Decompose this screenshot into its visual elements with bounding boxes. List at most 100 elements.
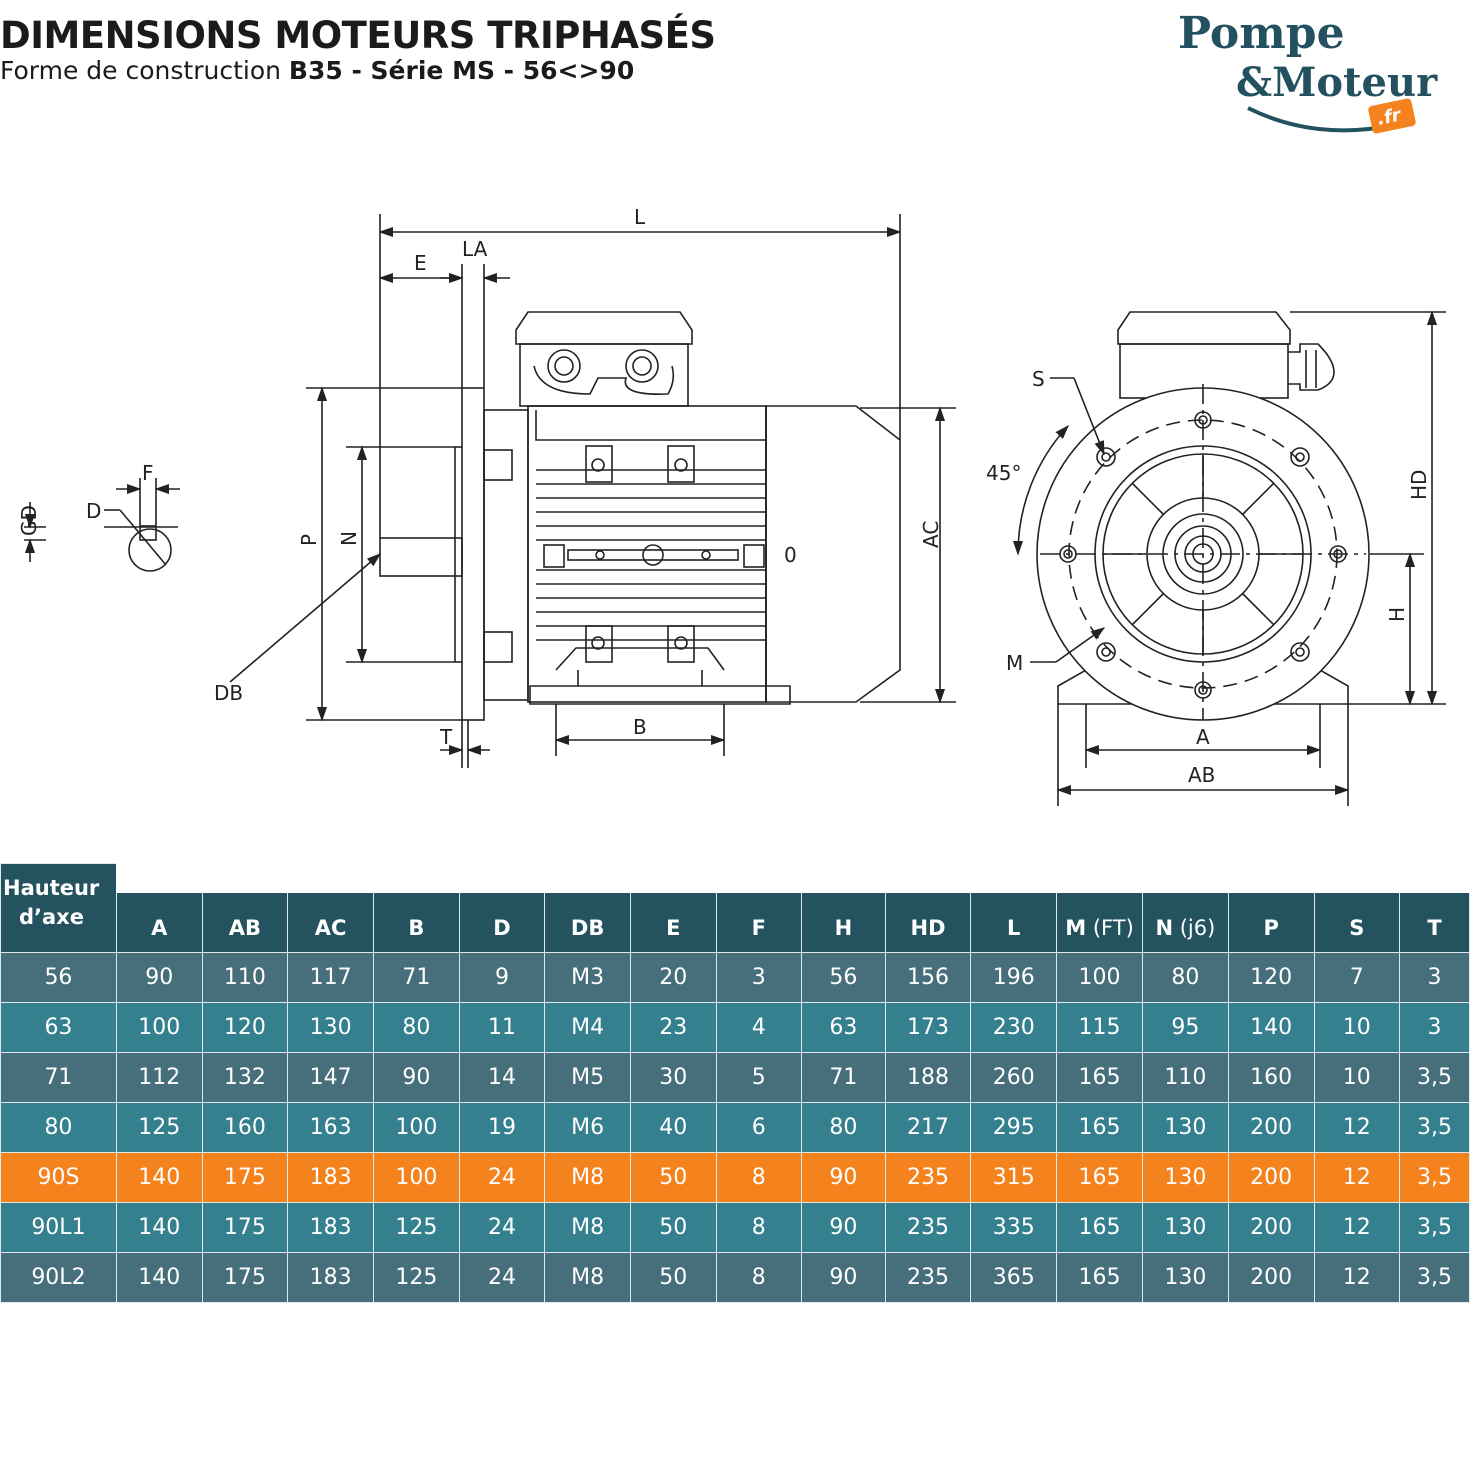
header-axis-height-line2: d’axe: [19, 905, 84, 929]
cell-f: 8: [715, 1202, 803, 1253]
cell-e: 50: [629, 1202, 717, 1253]
cell-m: 100: [1056, 952, 1143, 1003]
brand-logo: Pompe &Moteur .fr: [1178, 8, 1438, 134]
label-P: P: [297, 534, 321, 546]
cell-h: 71: [801, 1052, 886, 1103]
cell-ac: 183: [287, 1152, 374, 1203]
cell-db: M8: [544, 1202, 631, 1253]
cell-h: 63: [801, 1002, 886, 1053]
header-label: S: [1349, 916, 1365, 940]
header-label: L: [1007, 916, 1021, 940]
cell-b: 100: [372, 1152, 460, 1203]
cell-p: 200: [1227, 1152, 1315, 1203]
cell-n: 130: [1141, 1152, 1229, 1203]
cell-hd: 156: [884, 952, 972, 1003]
cell-a: 140: [115, 1152, 203, 1203]
cell-m: 165: [1056, 1202, 1143, 1253]
cell-p: 200: [1227, 1102, 1315, 1153]
label-N: N: [337, 531, 361, 546]
motor-front-view: [1012, 310, 1446, 806]
cell-b: 90: [372, 1052, 460, 1103]
page-title: DIMENSIONS MOTEURS TRIPHASÉS: [0, 14, 716, 57]
cell-e: 30: [629, 1052, 717, 1103]
cell-db: M3: [544, 952, 631, 1003]
cell-l: 260: [970, 1052, 1058, 1103]
cell-n: 80: [1141, 952, 1229, 1003]
header-unit: (j6): [1173, 916, 1216, 940]
cell-hd: 217: [884, 1102, 972, 1153]
cell-m: 165: [1056, 1152, 1143, 1203]
cell-b: 80: [372, 1002, 460, 1053]
label-45deg: 45°: [986, 461, 1021, 485]
header-unit: (FT): [1086, 916, 1134, 940]
cell-axis-height: 90S: [0, 1152, 117, 1203]
cell-s: 7: [1313, 952, 1401, 1003]
cell-m: 165: [1056, 1102, 1143, 1153]
logo-line2: &Moteur: [1236, 59, 1438, 106]
cell-d: 24: [458, 1152, 546, 1203]
cell-f: 4: [715, 1002, 803, 1053]
cell-n: 130: [1141, 1202, 1229, 1253]
cell-b: 100: [372, 1102, 460, 1153]
cell-a: 140: [115, 1252, 203, 1303]
cell-axis-height: 63: [0, 1002, 117, 1053]
label-GD: GD: [17, 505, 41, 536]
cell-a: 100: [115, 1002, 203, 1053]
cell-t: 3,5: [1399, 1202, 1470, 1253]
cell-ac: 117: [287, 952, 374, 1003]
cell-m: 165: [1056, 1052, 1143, 1103]
cell-hd: 235: [884, 1252, 972, 1303]
cell-f: 6: [715, 1102, 803, 1153]
cell-ab: 110: [201, 952, 289, 1003]
page-subtitle: Forme de construction B35 - Série MS - 5…: [0, 56, 634, 85]
cell-axis-height: 71: [0, 1052, 117, 1103]
cell-hd: 235: [884, 1202, 972, 1253]
cell-n: 130: [1141, 1252, 1229, 1303]
subtitle-prefix: Forme de construction: [0, 56, 289, 85]
cell-t: 3,5: [1399, 1152, 1470, 1203]
label-M: M: [1006, 651, 1023, 675]
cell-db: M8: [544, 1152, 631, 1203]
header-label: A: [151, 916, 168, 940]
cell-ab: 160: [201, 1102, 289, 1153]
cell-ac: 130: [287, 1002, 374, 1053]
cell-t: 3,5: [1399, 1052, 1470, 1103]
label-S: S: [1032, 367, 1045, 391]
cell-n: 130: [1141, 1102, 1229, 1153]
cell-b: 125: [372, 1252, 460, 1303]
label-AB: AB: [1188, 763, 1215, 787]
cell-l: 315: [970, 1152, 1058, 1203]
subtitle-series: B35 - Série MS - 56<>90: [288, 56, 635, 85]
cell-a: 90: [115, 952, 203, 1003]
header-label: D: [493, 916, 511, 940]
cell-ac: 183: [287, 1252, 374, 1303]
cell-l: 230: [970, 1002, 1058, 1053]
cell-f: 5: [715, 1052, 803, 1103]
cell-l: 196: [970, 952, 1058, 1003]
cell-m: 115: [1056, 1002, 1143, 1053]
cell-h: 90: [801, 1202, 886, 1253]
cell-m: 165: [1056, 1252, 1143, 1303]
cell-e: 40: [629, 1102, 717, 1153]
cell-s: 12: [1313, 1202, 1401, 1253]
cell-f: 3: [715, 952, 803, 1003]
cell-d: 19: [458, 1102, 546, 1153]
cell-f: 8: [715, 1252, 803, 1303]
header-label: F: [751, 916, 766, 940]
label-F: F: [142, 461, 154, 485]
cell-hd: 235: [884, 1152, 972, 1203]
cell-e: 50: [629, 1152, 717, 1203]
cell-hd: 188: [884, 1052, 972, 1103]
motor-dimension-drawing: F D GD L LA E P N DB T B 0 AC S 45° M HD…: [17, 205, 1446, 806]
cell-l: 365: [970, 1252, 1058, 1303]
header-label: H: [834, 916, 853, 940]
cell-p: 120: [1227, 952, 1315, 1003]
cell-a: 112: [115, 1052, 203, 1103]
cell-db: M4: [544, 1002, 631, 1053]
cell-a: 140: [115, 1202, 203, 1253]
cell-t: 3: [1399, 1002, 1470, 1053]
header-label: HD: [910, 916, 946, 940]
cell-db: M8: [544, 1252, 631, 1303]
label-DB: DB: [214, 681, 243, 705]
